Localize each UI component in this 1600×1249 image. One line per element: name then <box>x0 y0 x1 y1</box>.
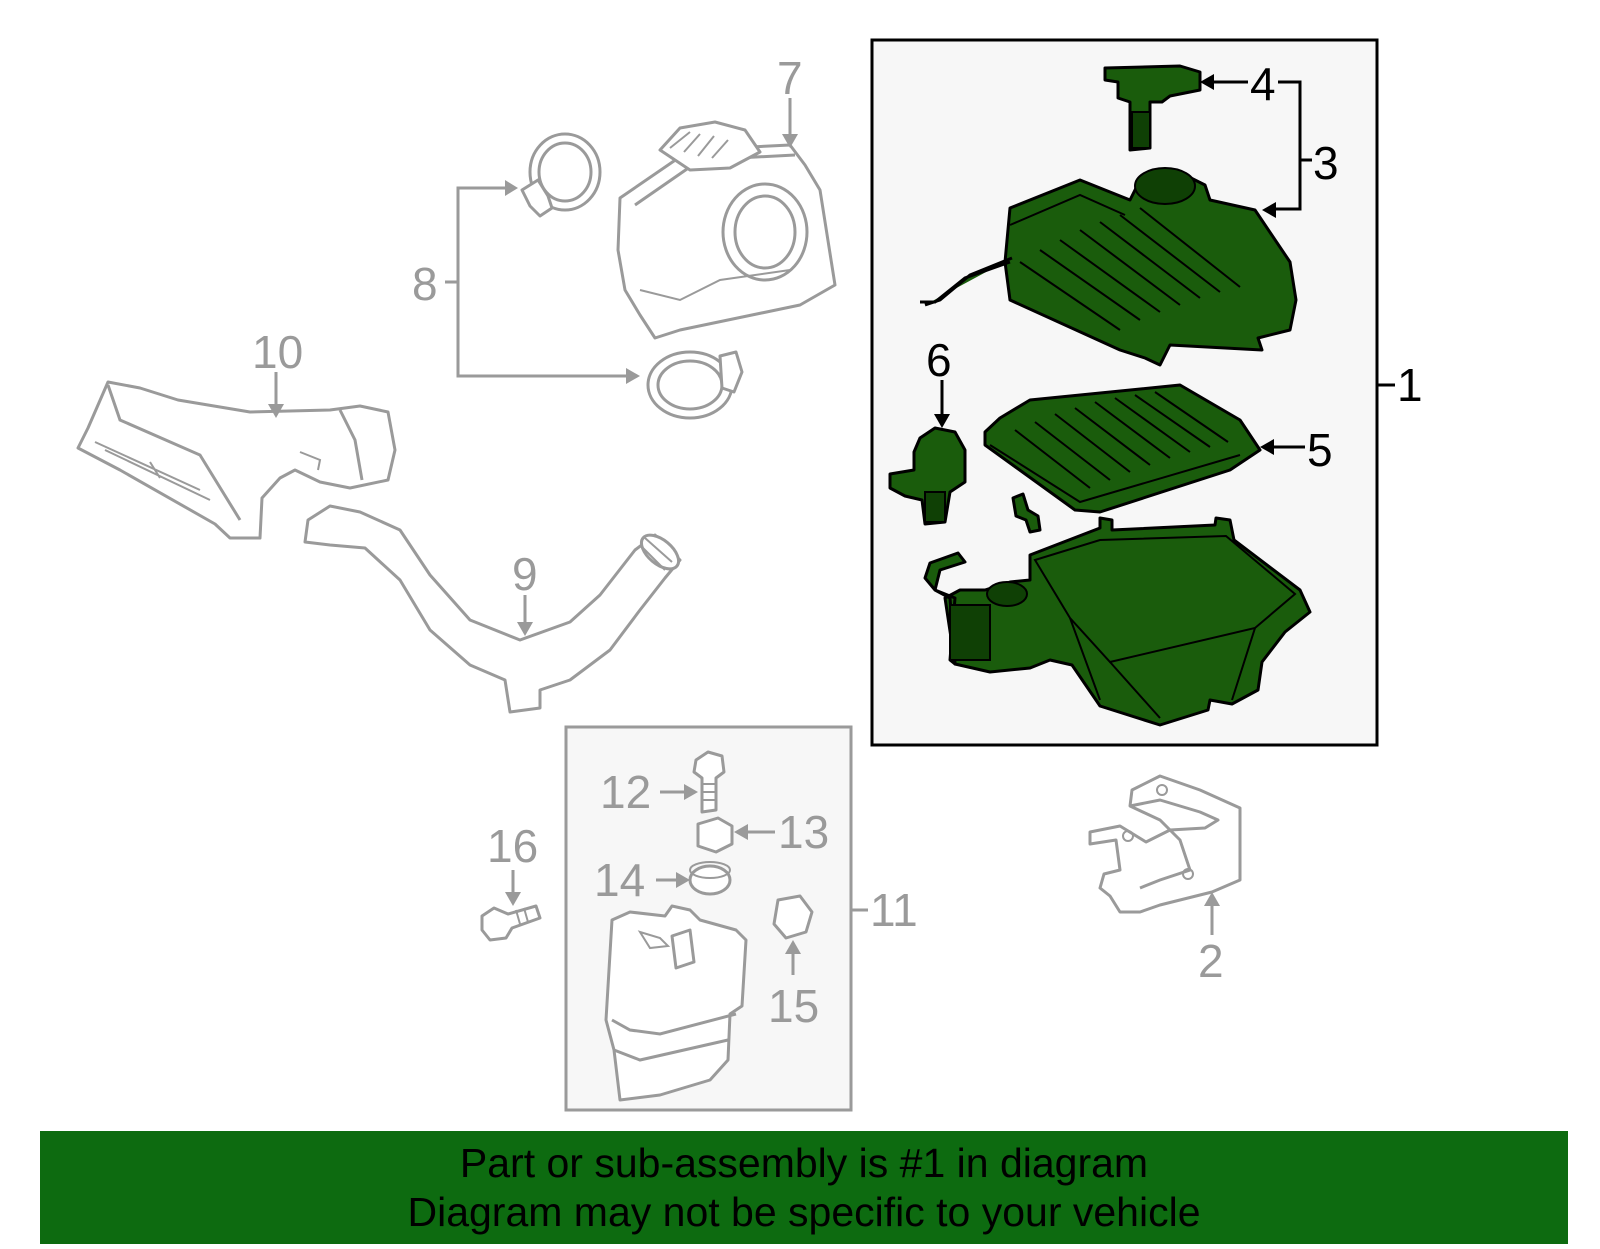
leader-3 <box>1262 202 1276 218</box>
notice-banner: Part or sub-assembly is #1 in diagram Di… <box>40 1131 1568 1244</box>
leader-6 <box>934 380 950 428</box>
upper-cover-part-3[interactable] <box>920 167 1298 367</box>
leader-5 <box>1260 439 1305 455</box>
callout-14: 14 <box>594 854 645 906</box>
callout-16: 16 <box>487 820 538 872</box>
banner-line-1: Part or sub-assembly is #1 in diagram <box>459 1140 1149 1186</box>
leader-2 <box>1204 892 1220 935</box>
callout-2: 2 <box>1198 935 1224 987</box>
callout-5: 5 <box>1307 424 1333 476</box>
sensor-part-4[interactable] <box>1103 64 1202 152</box>
bolt-part-16[interactable] <box>480 904 542 942</box>
leader-10 <box>268 372 284 418</box>
bracket-8 <box>445 180 640 384</box>
callout-4: 4 <box>1250 58 1276 110</box>
callout-13: 13 <box>778 806 829 858</box>
cap-part-15[interactable] <box>772 894 814 940</box>
callout-3: 3 <box>1313 137 1339 189</box>
callout-1: 1 <box>1397 359 1423 411</box>
reservoir-tank[interactable] <box>604 904 748 1102</box>
callout-15: 15 <box>768 980 819 1032</box>
leader-13 <box>734 824 775 840</box>
callout-6: 6 <box>926 334 952 386</box>
duct-housing-part-7[interactable] <box>616 120 837 340</box>
tube-part-9[interactable] <box>303 504 685 714</box>
callout-11: 11 <box>870 884 918 936</box>
clamp-lower-part-8[interactable] <box>646 350 744 420</box>
leader-12 <box>660 784 698 800</box>
bracket-part-2[interactable] <box>1088 774 1242 914</box>
filter-element-part-5[interactable] <box>983 383 1262 514</box>
clip-icon <box>1011 492 1042 534</box>
callout-9: 9 <box>512 548 538 600</box>
leader-4 <box>1200 74 1248 90</box>
leader-14 <box>656 872 690 888</box>
leader-7 <box>782 98 798 148</box>
callout-7: 7 <box>777 52 803 104</box>
bracket-3 <box>1268 80 1302 211</box>
nut-part-13[interactable] <box>696 816 734 854</box>
leader-9 <box>517 595 533 636</box>
intake-duct-part-10[interactable] <box>76 380 397 540</box>
callout-8: 8 <box>412 258 438 310</box>
leader-15 <box>785 940 801 975</box>
banner-line-2: Diagram may not be specific to your vehi… <box>407 1189 1201 1235</box>
callout-12: 12 <box>600 766 651 818</box>
bolt-part-12[interactable] <box>692 750 726 814</box>
clamp-upper-part-8[interactable] <box>520 132 602 218</box>
leader-16 <box>505 870 521 906</box>
sensor-part-6[interactable] <box>888 426 967 526</box>
lower-housing[interactable] <box>923 516 1312 727</box>
callout-10: 10 <box>252 326 303 378</box>
